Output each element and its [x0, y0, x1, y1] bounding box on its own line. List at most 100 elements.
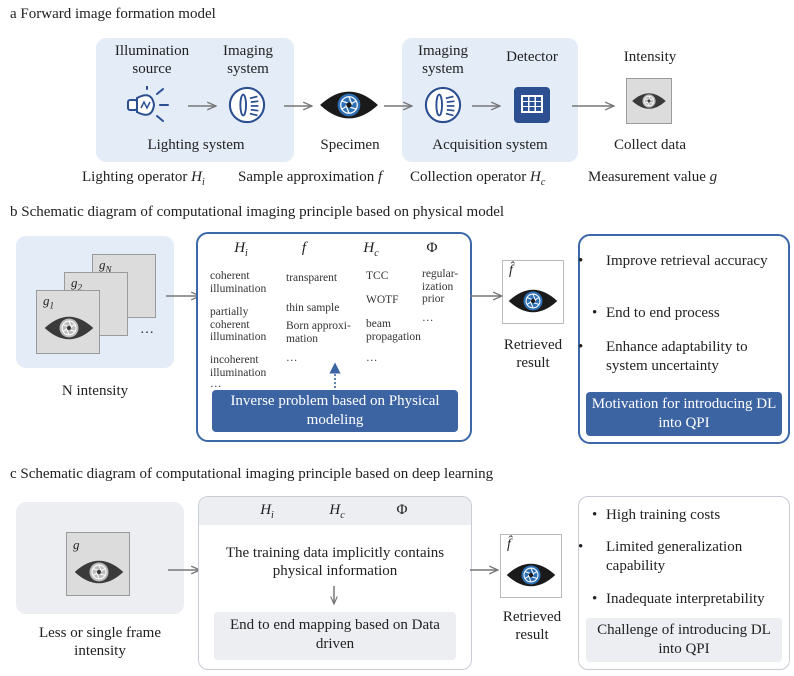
imaging-system-label-1: Imaging system — [223, 43, 273, 77]
phi-regularization-prior: regular-ization prior — [422, 268, 459, 305]
lighting-operator: Lighting operator Hi — [82, 168, 232, 192]
header-hi-sym: H — [234, 240, 246, 256]
specimen-eye-icon — [319, 90, 379, 120]
header-phi: Φ — [426, 240, 438, 256]
header-hc-sub: c — [374, 248, 379, 259]
lighting-operator-symbol: H — [191, 169, 202, 185]
hi-incoherent: incoherent illumination — [210, 354, 267, 379]
bullet-b-2: End to end process — [592, 304, 772, 323]
detector-label: Detector — [506, 49, 558, 65]
section-b-title: b Schematic diagram of computational ima… — [10, 204, 505, 220]
dl-header-strip — [199, 497, 471, 525]
arrow-b2 — [470, 294, 504, 298]
arrow-a3 — [384, 104, 414, 108]
illumination-source-label: Illumination source — [114, 43, 190, 77]
sample-approximation: Sample approximation f — [238, 168, 398, 186]
frames-ellipsis: … — [140, 322, 154, 337]
retrieved-frame-b: f̂ — [502, 260, 564, 324]
acquisition-system-label: Acquisition system — [432, 137, 548, 153]
hc-tcc: TCC — [366, 270, 389, 282]
single-frame-label: g — [73, 537, 80, 552]
hi-ellipsis: … — [210, 378, 222, 390]
retrieved-symbol-b: f̂ — [509, 263, 513, 278]
dl-header-hi: Hi — [252, 502, 282, 521]
dl-header-hc-sub: c — [340, 510, 345, 521]
f-ellipsis: … — [286, 352, 298, 364]
retrieved-frame-c: f̂ — [500, 534, 562, 598]
dotted-arrow-up — [329, 362, 341, 388]
arrow-c2 — [470, 568, 500, 572]
frame-1-g: g — [43, 293, 50, 308]
retrieved-result-label-c: Retrieved result — [502, 609, 562, 643]
header-hi-sub: i — [245, 248, 248, 259]
retrieved-symbol-c: f̂ — [507, 537, 511, 552]
specimen-label: Specimen — [320, 137, 380, 153]
arrow-b1 — [166, 294, 202, 298]
training-data-text: The training data implicitly contains ph… — [225, 545, 445, 579]
lighting-operator-text: Lighting operator — [82, 169, 188, 185]
detector-chip-icon — [514, 87, 550, 123]
retrieved-result-label-b: Retrieved result — [503, 337, 563, 371]
intensity-frame — [626, 78, 672, 124]
challenge-bar: Challenge of introducing DL into QPI — [586, 618, 782, 662]
intensity-label: Intensity — [623, 49, 677, 65]
arrow-a2 — [284, 104, 314, 108]
arrow-c-down — [331, 586, 337, 606]
header-hc-sym: H — [363, 240, 375, 256]
frame-n-g: g — [99, 257, 106, 272]
end-to-end-bar: End to end mapping based on Data driven — [214, 612, 456, 660]
dl-header-phi: Φ — [396, 502, 408, 518]
single-frame-eye-icon — [74, 560, 124, 584]
dl-header-hi-sub: i — [271, 510, 274, 521]
bullet-c-2: Limited generalization capability — [592, 538, 772, 576]
single-intensity-frame: g — [66, 532, 130, 596]
less-single-frame-label: Less or single frame intensity — [38, 625, 162, 659]
sample-approximation-symbol: f — [377, 169, 383, 185]
hc-wotf: WOTF — [366, 294, 399, 306]
arrow-a5 — [572, 104, 616, 108]
f-born-approximation: Born approxi-mation — [286, 320, 351, 345]
collection-operator: Collection operator Hc — [410, 168, 580, 192]
lens-icon-1 — [228, 86, 266, 124]
retrieved-eye-icon-c — [506, 563, 556, 587]
bullet-b-1: Improve retrieval accuracy — [592, 252, 772, 271]
frame-2-sub: 2 — [77, 282, 83, 293]
arrow-a4 — [472, 104, 502, 108]
sample-approximation-text: Sample approximation — [238, 169, 375, 185]
frame-1-sub: 1 — [49, 300, 55, 311]
frame-n-sub: N — [105, 264, 112, 275]
retrieved-eye-icon-b — [508, 289, 558, 313]
frame-1-eye-icon — [44, 316, 94, 340]
bullet-c-1: High training costs — [592, 506, 782, 525]
frame-n-label: gN — [99, 257, 112, 275]
frame-1-label: g1 — [43, 293, 54, 311]
hc-ellipsis: … — [366, 352, 378, 364]
collection-operator-text: Collection operator — [410, 169, 527, 185]
collection-operator-symbol: H — [529, 169, 541, 185]
measurement-value-symbol: g — [709, 169, 718, 185]
measurement-value: Measurement value g — [588, 168, 738, 186]
lighting-operator-subscript: i — [201, 177, 205, 188]
lens-icon-2 — [424, 86, 462, 124]
phi-ellipsis: … — [422, 312, 434, 324]
section-c-title: c Schematic diagram of computational ima… — [10, 466, 494, 482]
lighting-system-label: Lighting system — [147, 137, 245, 153]
hc-beam-propagation: beam propagation — [366, 318, 421, 343]
collect-data-label: Collect data — [613, 137, 687, 153]
section-a-title: a Forward image formation model — [10, 6, 216, 22]
inverse-problem-bar: Inverse problem based on Physical modeli… — [212, 390, 458, 432]
frame-2-g: g — [71, 275, 78, 290]
motivation-bar: Motivation for introducing DL into QPI — [586, 392, 782, 436]
lightbulb-icon — [127, 86, 169, 122]
dl-header-hc: Hc — [322, 502, 352, 521]
header-hi: Hi — [226, 240, 256, 259]
header-hc: Hc — [356, 240, 386, 259]
collection-operator-subscript: c — [540, 177, 546, 188]
hi-partially-coherent: partially coherent illumination — [210, 306, 267, 343]
bullet-c-3: Inadequate interpretability — [592, 590, 788, 609]
header-f: f — [301, 240, 307, 256]
dl-header-hc-sym: H — [329, 502, 341, 518]
intensity-frame-1: g1 — [36, 290, 100, 354]
imaging-system-label-2: Imaging system — [418, 43, 468, 77]
frame-2-label: g2 — [71, 275, 82, 293]
